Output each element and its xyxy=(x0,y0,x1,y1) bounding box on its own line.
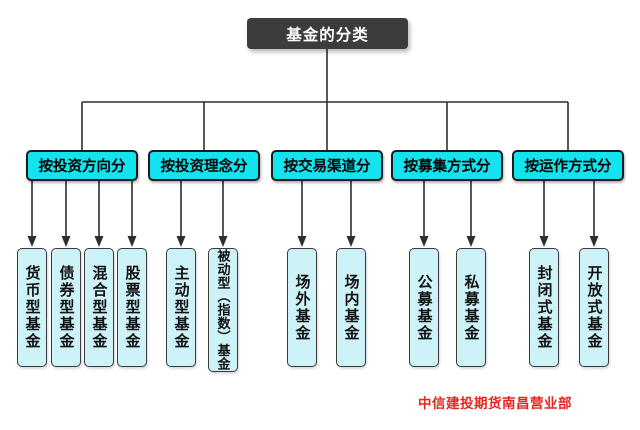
leaf-node-equity-fund: 股票型基金 xyxy=(117,248,147,367)
leaf-node-closed-end-fund: 封闭式基金 xyxy=(529,248,559,367)
leaf-node-passive-index-fund: 被动型（指数）基金 xyxy=(208,248,238,372)
category-node-by-fundraising-method: 按募集方式分 xyxy=(391,150,503,181)
category-node-by-operation-mode: 按运作方式分 xyxy=(512,150,624,181)
leaf-node-active-fund: 主动型基金 xyxy=(166,248,196,367)
root-node-fund-classification: 基金的分类 xyxy=(247,18,408,49)
category-node-by-trading-channel: 按交易渠道分 xyxy=(271,150,383,181)
leaf-node-bond-fund: 债券型基金 xyxy=(51,248,81,367)
arrowheads xyxy=(27,236,599,247)
category-node-by-investment-direction: 按投资方向分 xyxy=(26,150,138,181)
watermark-text: 中信建投期货南昌营业部 xyxy=(418,396,572,411)
leaf-node-public-fund: 公募基金 xyxy=(409,248,439,367)
category-node-by-investment-philosophy: 按投资理念分 xyxy=(148,150,260,181)
leaf-node-hybrid-fund: 混合型基金 xyxy=(84,248,114,367)
leaf-node-open-end-fund: 开放式基金 xyxy=(579,248,609,367)
leaf-node-exchange-fund: 场内基金 xyxy=(336,248,366,367)
leaf-node-private-fund: 私募基金 xyxy=(456,248,486,367)
leaf-node-otc-fund: 场外基金 xyxy=(287,248,317,367)
leaf-node-money-fund: 货币型基金 xyxy=(17,248,47,367)
